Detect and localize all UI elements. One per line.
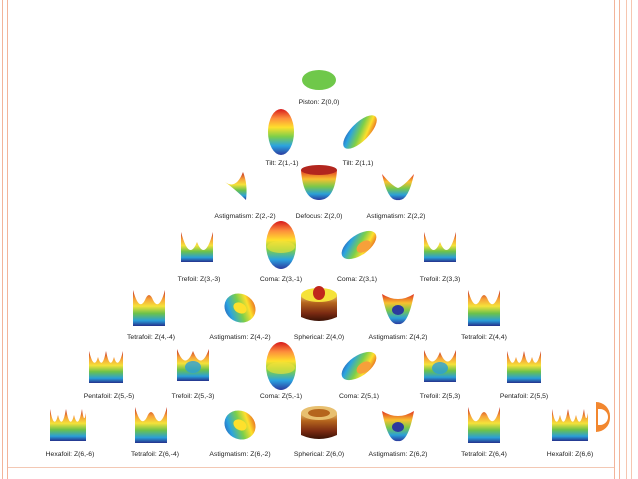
term-label: Hexafoil: Z(6,-6) bbox=[46, 451, 95, 458]
term-label: Hexafoil: Z(6,6) bbox=[547, 451, 593, 458]
zernike-surface-astig bbox=[224, 410, 256, 440]
term-label: Tetrafoil: Z(6,4) bbox=[461, 451, 507, 458]
term-label: Piston: Z(0,0) bbox=[299, 99, 340, 106]
zernike-surface-coma bbox=[266, 342, 296, 390]
zernike-surface-bowl bbox=[301, 165, 337, 200]
term-label: Trefoil: Z(3,-3) bbox=[178, 276, 221, 283]
term-label: Astigmatism: Z(4,-2) bbox=[209, 334, 270, 341]
term-label: Coma: Z(3,-1) bbox=[260, 276, 302, 283]
zernike-surface-tetra bbox=[468, 407, 500, 443]
zernike-surface-tetra bbox=[468, 290, 500, 326]
slide-border-left bbox=[2, 0, 8, 479]
accent-dot-inner bbox=[598, 409, 608, 425]
term-label: Coma: Z(5,-1) bbox=[260, 393, 302, 400]
term-label: Tilt: Z(1,1) bbox=[343, 160, 374, 167]
term-label: Astigmatism: Z(6,-2) bbox=[209, 451, 270, 458]
zernike-surface-saddle2 bbox=[382, 174, 414, 201]
zernike-surface-trefoil5 bbox=[424, 350, 456, 382]
term-label: Coma: Z(5,1) bbox=[339, 393, 379, 400]
term-label: Coma: Z(3,1) bbox=[337, 276, 377, 283]
zernike-surface-trefoil bbox=[424, 232, 456, 262]
term-label: Tetrafoil: Z(4,-4) bbox=[127, 334, 175, 341]
zernike-surface-coma bbox=[266, 221, 296, 269]
zernike-surface-penta bbox=[507, 351, 541, 383]
term-label: Spherical: Z(6,0) bbox=[294, 451, 344, 458]
term-label: Trefoil: Z(3,3) bbox=[420, 276, 461, 283]
zernike-surface-hexa bbox=[552, 409, 588, 441]
zernike-surface-tiltD bbox=[343, 115, 377, 149]
term-label: Tetrafoil: Z(4,4) bbox=[461, 334, 507, 341]
term-label: Defocus: Z(2,0) bbox=[296, 213, 343, 220]
zernike-surface-tetra bbox=[133, 290, 165, 326]
term-label: Pentafoil: Z(5,5) bbox=[500, 393, 548, 400]
term-label: Spherical: Z(4,0) bbox=[294, 334, 344, 341]
term-label: Pentafoil: Z(5,-5) bbox=[84, 393, 135, 400]
term-label: Astigmatism: Z(6,2) bbox=[369, 451, 428, 458]
zernike-surface-comaD bbox=[341, 351, 377, 381]
zernike-surface-astig bbox=[224, 293, 256, 323]
zernike-surface-tetra bbox=[135, 407, 167, 443]
slide-bottom-rule bbox=[8, 467, 614, 468]
zernike-surface-trefoil bbox=[181, 232, 213, 262]
term-label: Astigmatism: Z(2,-2) bbox=[214, 213, 275, 220]
zernike-surface-trefoil5 bbox=[177, 349, 209, 381]
zernike-surface-piston bbox=[302, 70, 336, 90]
zernike-surface-hexa bbox=[50, 409, 86, 441]
term-label: Tetrafoil: Z(6,-4) bbox=[131, 451, 179, 458]
slide-border-right bbox=[614, 0, 638, 479]
zernike-surface-tiltV bbox=[268, 109, 294, 155]
zernike-surface-spher bbox=[301, 286, 337, 321]
term-label: Astigmatism: Z(4,2) bbox=[369, 334, 428, 341]
zernike-surface-penta bbox=[89, 351, 123, 383]
zernike-surface-spher6 bbox=[301, 406, 337, 439]
term-label: Trefoil: Z(5,3) bbox=[420, 393, 461, 400]
term-label: Astigmatism: Z(2,2) bbox=[367, 213, 426, 220]
term-label: Tilt: Z(1,-1) bbox=[266, 160, 299, 167]
term-label: Trefoil: Z(5,-3) bbox=[172, 393, 215, 400]
zernike-surface-astig2 bbox=[382, 294, 414, 325]
zernike-surface-saddle bbox=[225, 172, 247, 200]
zernike-surface-comaD bbox=[341, 230, 377, 260]
zernike-surface-astig2 bbox=[382, 411, 414, 442]
